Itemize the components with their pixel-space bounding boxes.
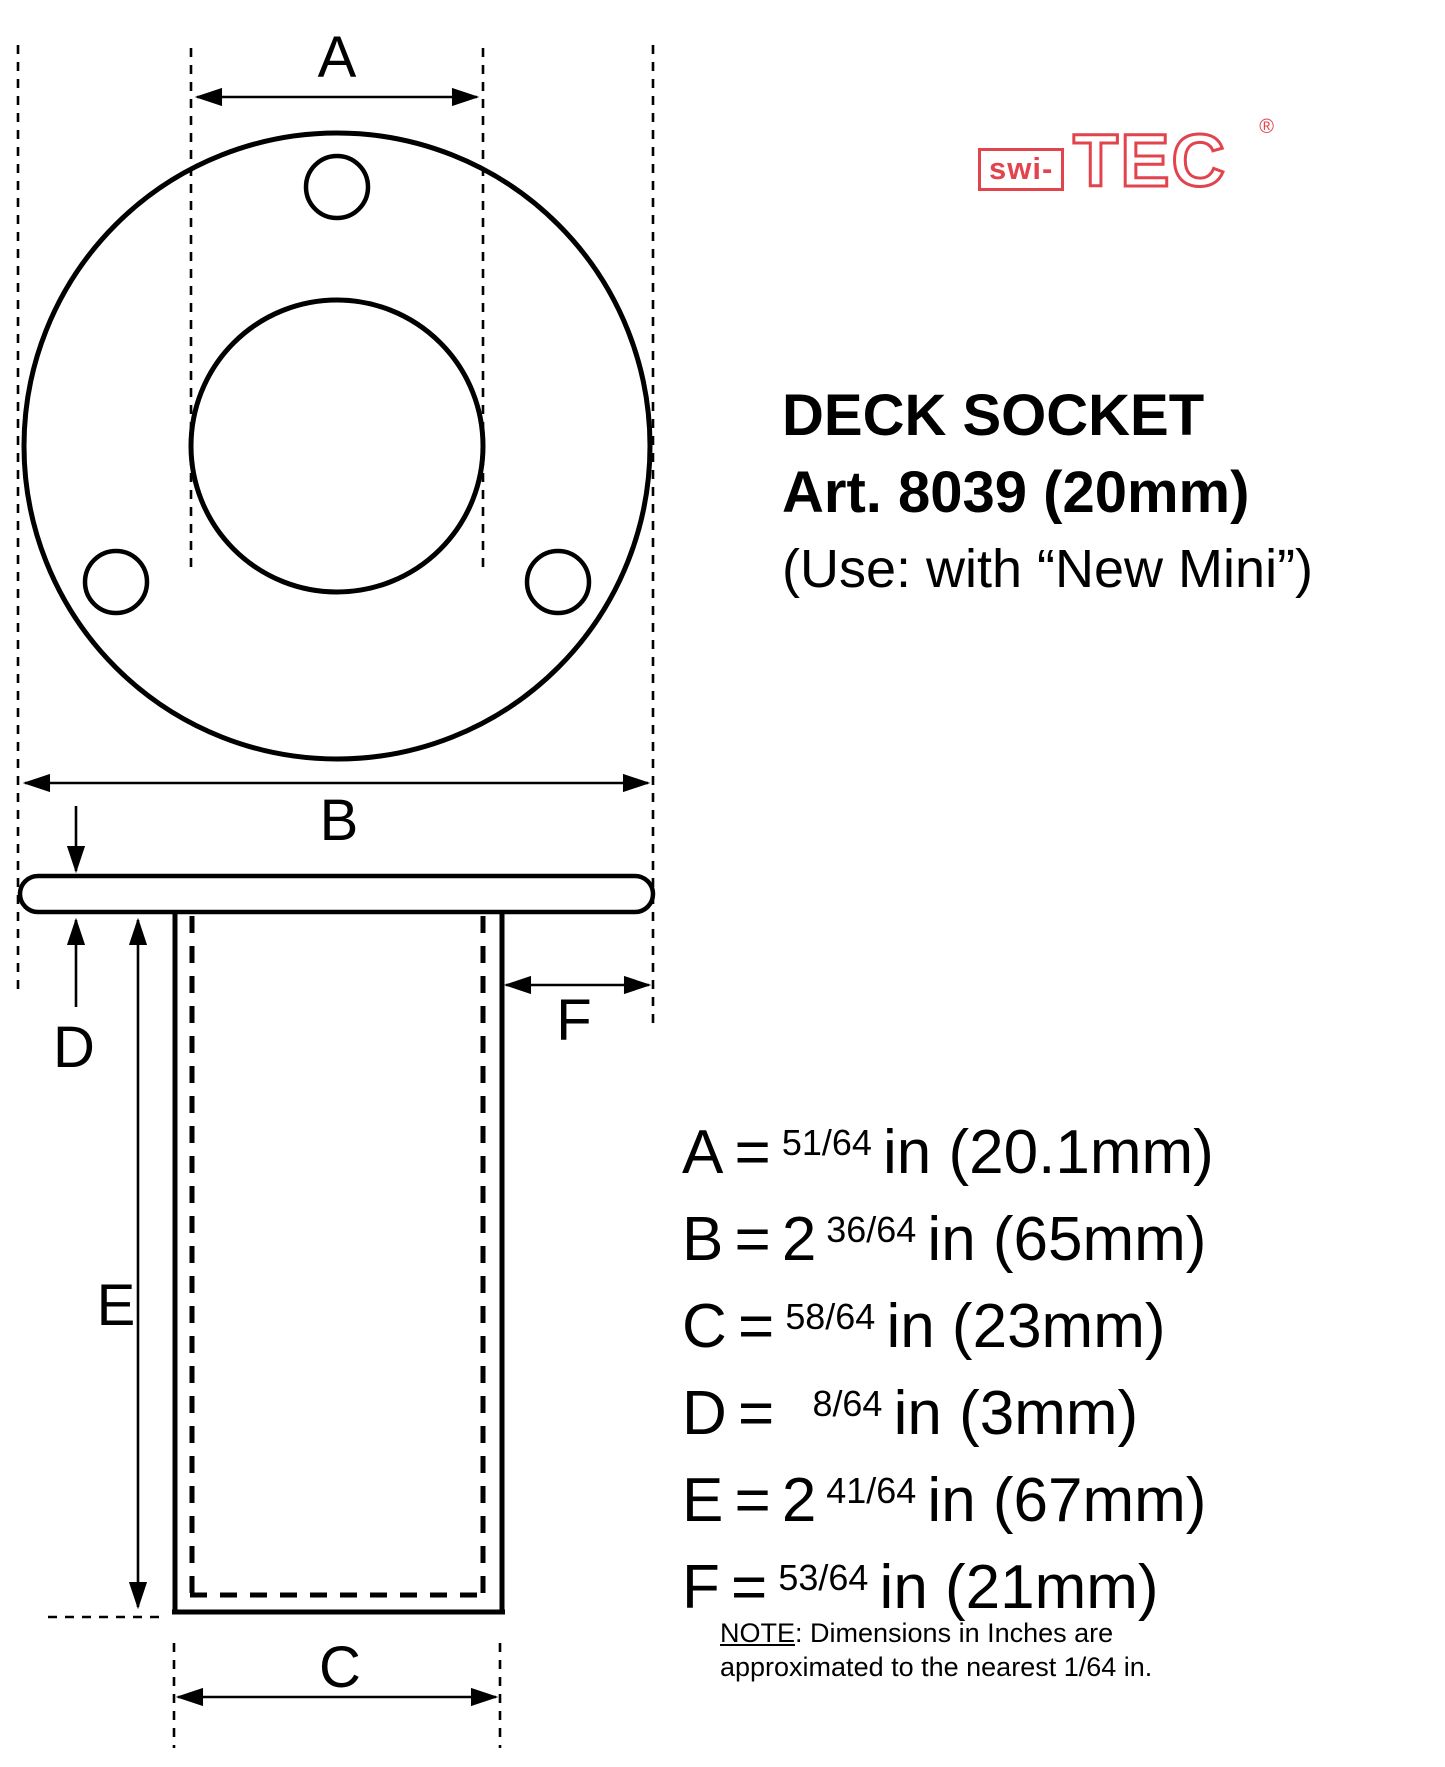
registered-trademark-icon: ® xyxy=(1259,116,1275,138)
swi-tec-logo: swi- TEC ® xyxy=(978,112,1274,194)
socket-bore-circle xyxy=(188,297,486,595)
dim-letter: B xyxy=(682,1204,724,1274)
title-block: DECK SOCKET Art. 8039 (20mm) (Use: with … xyxy=(782,377,1313,608)
note-label: NOTE xyxy=(720,1618,796,1648)
bolt-hole-top xyxy=(303,153,371,221)
tube-inner-walls-hidden xyxy=(189,916,486,1598)
dim-letter: F xyxy=(682,1552,720,1622)
dim-label-c: C xyxy=(319,1635,361,1700)
dim-label-d: D xyxy=(53,1015,95,1080)
dim-label-b: B xyxy=(320,788,359,853)
extension-lines-c xyxy=(172,1643,502,1748)
dim-letter: C xyxy=(682,1291,727,1361)
bolt-hole-right xyxy=(524,548,592,616)
flange-side-view xyxy=(17,873,656,915)
dim-label-e: E xyxy=(97,1273,136,1338)
note-text: : Dimensions in Inches are xyxy=(795,1618,1114,1648)
product-title: DECK SOCKET xyxy=(782,383,1205,448)
dim-label-a: A xyxy=(318,25,357,90)
dim-letter: E xyxy=(682,1465,724,1535)
tube-outer-walls xyxy=(172,912,505,1612)
note-line-1: NOTE: Dimensions in Inches are xyxy=(720,1616,1152,1650)
usage-note: (Use: with “New Mini”) xyxy=(782,539,1314,599)
logo-name-text: TEC xyxy=(1073,119,1227,194)
flange-outer-circle xyxy=(21,130,653,762)
article-number: Art. 8039 (20mm) xyxy=(782,460,1250,525)
note: NOTE: Dimensions in Inches are approxima… xyxy=(720,1616,1152,1684)
dim-letter: D xyxy=(682,1378,727,1448)
note-line-2: approximated to the nearest 1/64 in. xyxy=(720,1652,1153,1682)
bolt-hole-left xyxy=(82,548,150,616)
deck-socket-drawing: A B D E F C xyxy=(16,25,656,1748)
dim-label-f: F xyxy=(556,988,591,1053)
logo-prefix-box: swi- xyxy=(978,148,1065,191)
dim-letter: A xyxy=(682,1117,724,1187)
logo-outline-text: TEC xyxy=(1072,118,1227,195)
